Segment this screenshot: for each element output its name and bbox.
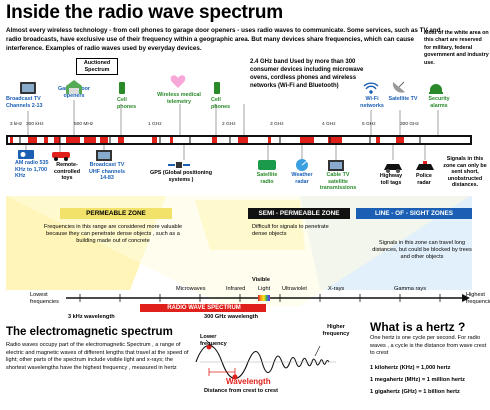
freq-tick-8: 5 GHz bbox=[362, 122, 376, 127]
hertz-item-khz: 1 kilohertz (KHz) = 1,000 hertz bbox=[370, 365, 451, 371]
radio-wave-bar bbox=[140, 304, 266, 312]
red-bands bbox=[10, 137, 404, 143]
page-title: Inside the radio wave spectrum bbox=[6, 2, 283, 23]
label-lowest: Lowest frequencies bbox=[30, 292, 59, 305]
em-title: The electromagnetic spectrum bbox=[6, 326, 173, 338]
band-gamma: Gamma rays bbox=[394, 286, 427, 292]
visible-light-bar bbox=[258, 295, 270, 301]
label-cell-phones-1: Cell phones bbox=[117, 97, 137, 110]
freq-tick-4: 1 GHz bbox=[148, 122, 162, 127]
hertz-title: What is a hertz ? bbox=[370, 320, 466, 334]
label-wireless-telemetry: Wireless medical telemetry bbox=[157, 92, 201, 105]
label-satellite-tv: Satellite TV bbox=[388, 96, 418, 102]
label-signals-right: Signals in this zone can only be sent sh… bbox=[443, 156, 487, 189]
hertz-item-ghz: 1 gigahertz (GHz) = 1 billion hertz bbox=[370, 389, 460, 395]
label-3khz-wavelength: 3 kHz wavelength bbox=[68, 314, 115, 320]
zone-los-text: Signals in this zone can travel long dis… bbox=[372, 240, 472, 260]
band-light: Light bbox=[258, 286, 271, 292]
label-cell-phones-2: Cell phones bbox=[211, 97, 231, 110]
zone-line-of-sight: LINE - OF - SIGHT ZONES bbox=[356, 208, 472, 219]
zone-permeable-text: Frequencies in this range are considered… bbox=[43, 224, 183, 244]
label-security-alarms: Security alarms bbox=[428, 96, 450, 109]
freq-tick-5: 2 GHz bbox=[222, 122, 236, 127]
freq-tick-9: 300 GHz bbox=[400, 122, 419, 127]
intro-text: Almost every wireless technology - from … bbox=[6, 27, 441, 52]
wave-higher-frequency: Higher frequency bbox=[322, 324, 350, 337]
band-ultraviolet: Ultraviolet bbox=[282, 286, 307, 292]
band-microwaves: Microwaves bbox=[176, 286, 206, 292]
zone-permeable: PERMEABLE ZONE bbox=[60, 208, 172, 219]
label-police-radar: Police radar bbox=[416, 173, 432, 186]
label-radio-spectrum: RADIO WAVE SPECTRUM bbox=[167, 305, 241, 311]
label-broadcast-uhf: Broadcast TV UHF channels 14-83 bbox=[89, 162, 125, 182]
zone-semi-text: Difficult for signals to penetrate dense… bbox=[252, 224, 329, 237]
freq-tick-7: 4 GHz bbox=[322, 122, 336, 127]
freq-tick-2: 300 kHz bbox=[26, 122, 44, 127]
em-text: Radio waves occupy part of the electroma… bbox=[6, 342, 189, 371]
label-toll-tags: Highway toll tags bbox=[379, 173, 403, 186]
wave-distance-label: Distance from crest to crest bbox=[204, 388, 278, 394]
label-2-4ghz-band: 2.4 GHz band Used by more than 300 consu… bbox=[250, 59, 364, 89]
band-xrays: X-rays bbox=[328, 286, 345, 292]
label-remote-toys: Remote-controlled toys bbox=[53, 162, 81, 182]
hertz-text: One hertz is one cycle per second. For r… bbox=[370, 335, 487, 357]
freq-tick-1: 3 kHz bbox=[9, 122, 23, 127]
label-broadcast-tv: Broadcast TV Channels 2-13 bbox=[6, 96, 43, 109]
freq-tick-3: 500 MHz bbox=[74, 122, 94, 127]
wave-wavelength-label: Wavelength bbox=[226, 377, 271, 386]
hertz-item-mhz: 1 megahertz (MHz) = 1 million hertz bbox=[370, 377, 465, 383]
label-visible: Visible bbox=[252, 277, 270, 283]
label-weather-radar: Weather radar bbox=[291, 172, 313, 185]
side-note: Most of the white area on this chart are… bbox=[424, 30, 489, 66]
label-300ghz-wavelength: 300 GHz wavelength bbox=[204, 314, 259, 320]
zone-semi-permeable: SEMI - PERMEABLE ZONE bbox=[248, 208, 350, 219]
label-wifi: Wi-Fi networks bbox=[360, 96, 384, 109]
freq-tick-6: 3 GHz bbox=[270, 122, 284, 127]
label-cable-tv: Cable TV satellite transmissions bbox=[319, 172, 357, 192]
label-am-radio: AM radio 535 KHz to 1,700 KHz bbox=[15, 160, 49, 180]
label-gps: GPS (Global positioning systems ) bbox=[150, 170, 212, 183]
wave-lower-frequency: Lower frequency bbox=[200, 334, 227, 347]
label-highest: Highest frequencies bbox=[466, 292, 490, 305]
label-satellite-radio: Satellite radio bbox=[256, 172, 278, 185]
label-auctioned-spectrum: Auctioned Spectrum bbox=[76, 58, 118, 76]
band-infrared: Infrared bbox=[226, 286, 246, 292]
